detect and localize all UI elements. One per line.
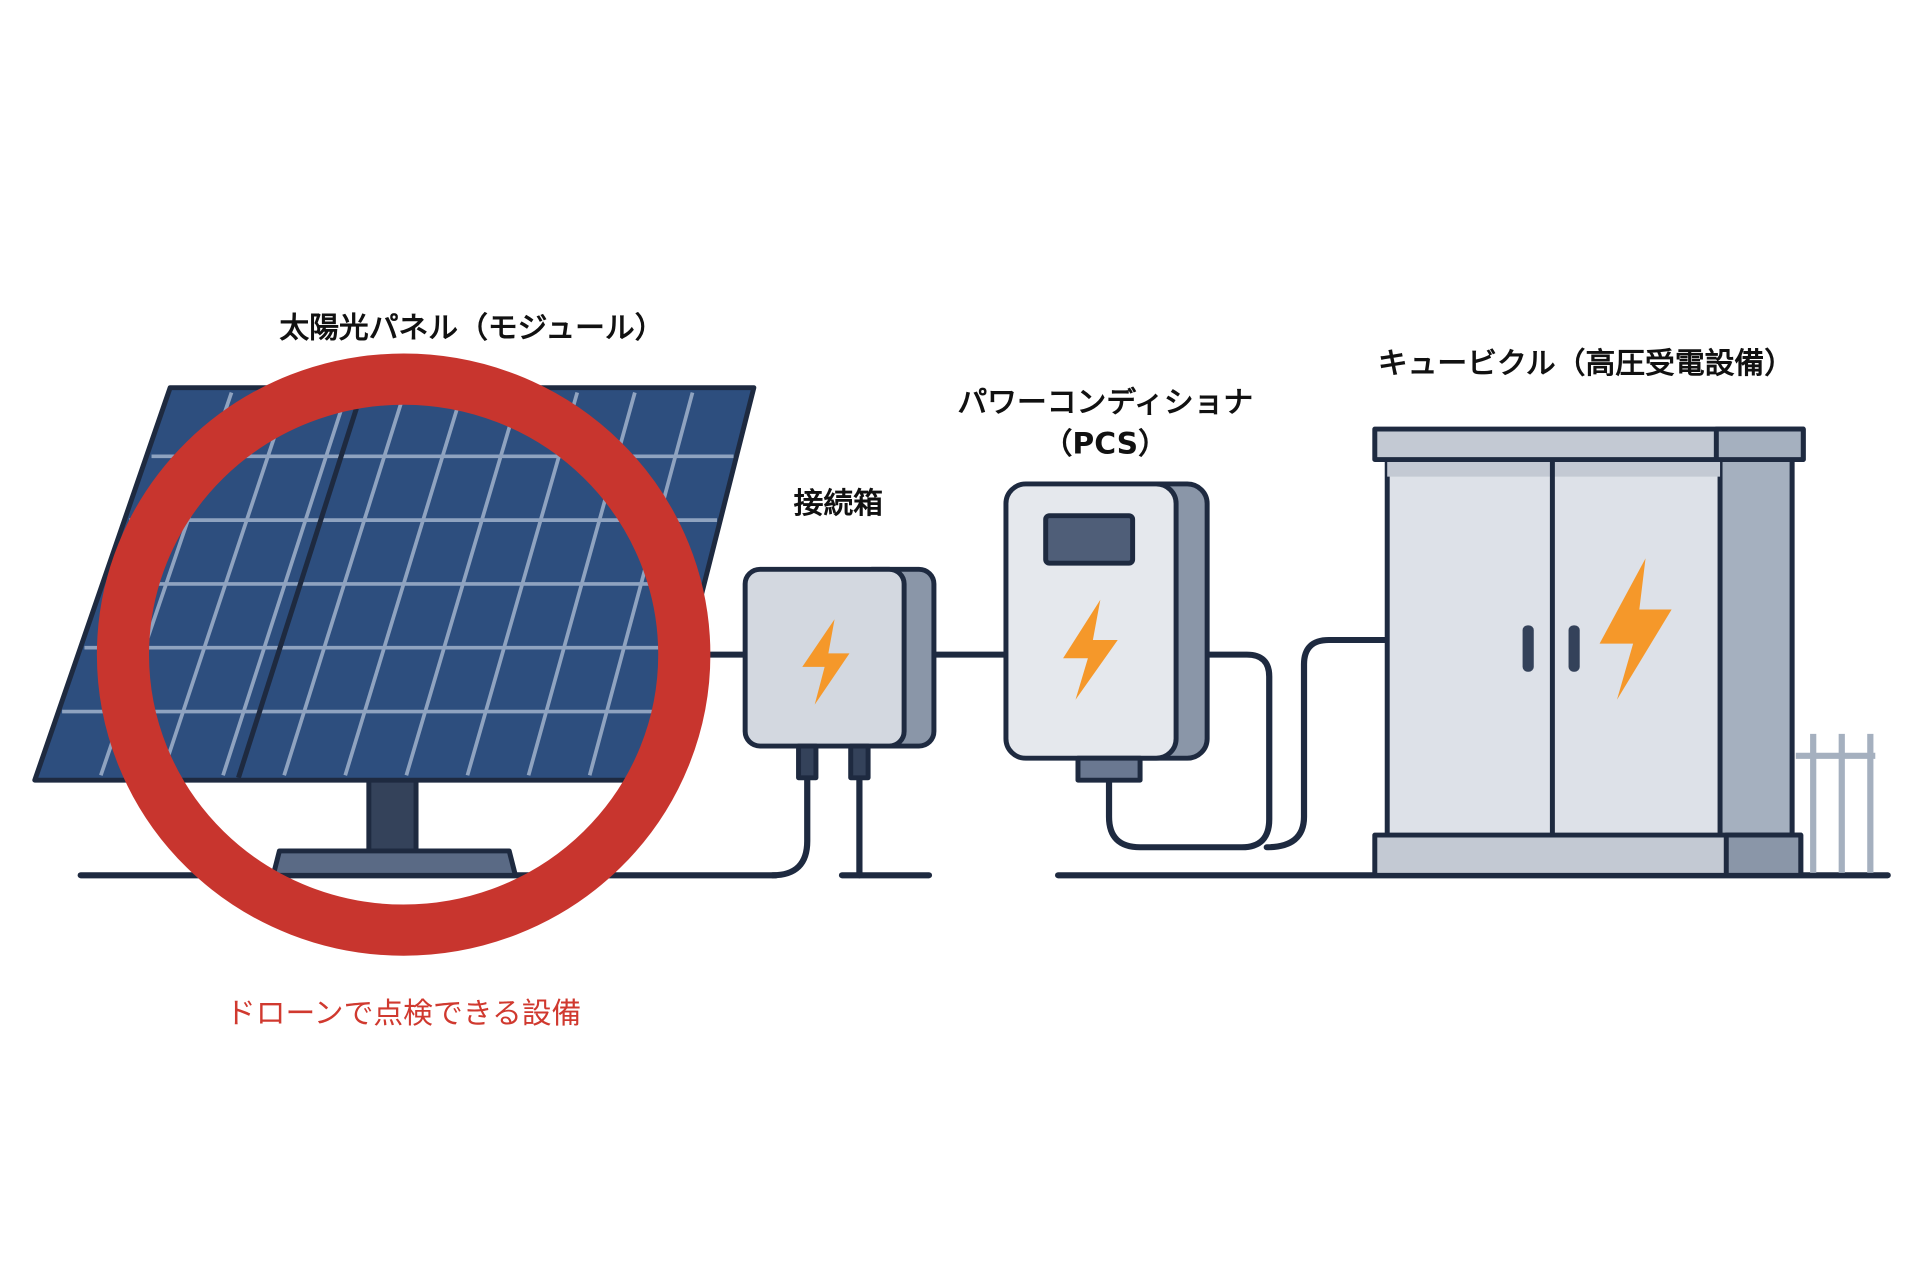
panel-grid-line bbox=[282, 391, 407, 776]
lightning-bolt-icon bbox=[802, 619, 850, 705]
fence bbox=[1795, 733, 1876, 873]
panel-grid-line bbox=[160, 391, 291, 776]
cables bbox=[692, 636, 1391, 879]
drone-inspection-highlight-circle bbox=[96, 353, 711, 956]
cubicle-label: キュービクル（高圧受電設備） bbox=[1378, 346, 1794, 380]
panel-grid-line bbox=[404, 392, 522, 776]
panel-grid-line bbox=[221, 391, 349, 776]
junction-box-label: 接続箱 bbox=[794, 486, 883, 520]
solar-panel-label: 太陽光パネル（モジュール） bbox=[279, 311, 664, 345]
pcs-display bbox=[1043, 513, 1136, 566]
pcs-label-line1: パワーコンディショナ bbox=[957, 385, 1253, 419]
junction-box bbox=[742, 566, 937, 781]
pcs-label-line2: （PCS） bbox=[1043, 427, 1168, 461]
panel-grid-line bbox=[587, 392, 695, 776]
door-handle bbox=[1522, 625, 1534, 672]
drone-inspection-note: ドローンで点検できる設備 bbox=[226, 996, 581, 1030]
lightning-bolt-icon bbox=[1599, 558, 1672, 700]
lightning-bolt-icon bbox=[1063, 599, 1118, 700]
door-handle bbox=[1568, 625, 1580, 672]
panel-grid-line bbox=[343, 392, 464, 776]
power-conditioner bbox=[1003, 481, 1210, 783]
cubicle bbox=[1372, 426, 1806, 878]
